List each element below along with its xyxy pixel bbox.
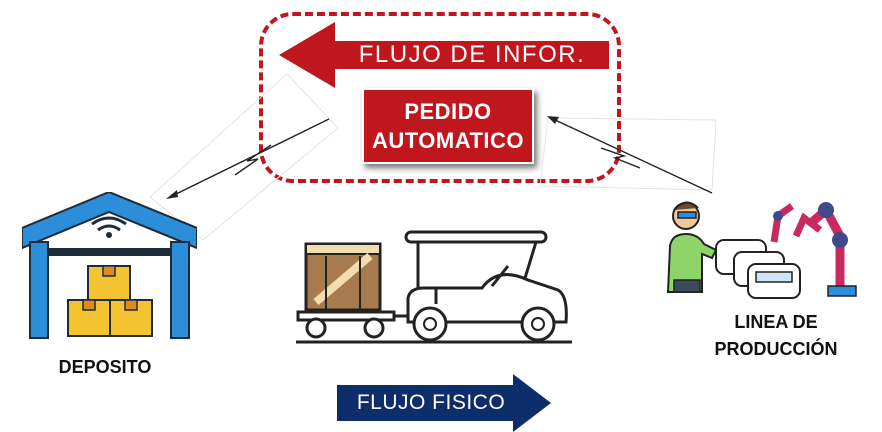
automatic-order-box: PEDIDO AUTOMATICO: [362, 88, 534, 164]
right-sheet-outline: [539, 117, 717, 191]
warehouse-icon: [22, 192, 197, 339]
cart-with-crate-icon: [296, 230, 572, 344]
production-to-order-arrowhead: [547, 116, 559, 124]
order-to-deposit-line: [169, 118, 330, 198]
left-lightning-icon: [234, 144, 272, 176]
info-flow-arrow: [279, 22, 609, 88]
right-lightning-icon: [600, 147, 641, 169]
order-line-2: AUTOMATICO: [371, 128, 525, 153]
physical-flow-arrow: [337, 374, 551, 432]
production-line-label: LINEA DE PRODUCCIÓN: [676, 309, 876, 363]
info-flow-label: FLUJO DE INFOR.: [358, 41, 586, 68]
production-to-order-line: [552, 118, 713, 194]
order-line-1: PEDIDO: [404, 99, 492, 124]
deposit-label: DEPOSITO: [58, 357, 152, 377]
physical-flow-label: FLUJO FISICO: [356, 391, 506, 414]
production-line-label-2: PRODUCCIÓN: [714, 339, 838, 359]
order-to-deposit-arrowhead: [166, 190, 178, 199]
production-line-label-1: LINEA DE: [734, 312, 818, 332]
production-line-icon: [666, 201, 857, 299]
